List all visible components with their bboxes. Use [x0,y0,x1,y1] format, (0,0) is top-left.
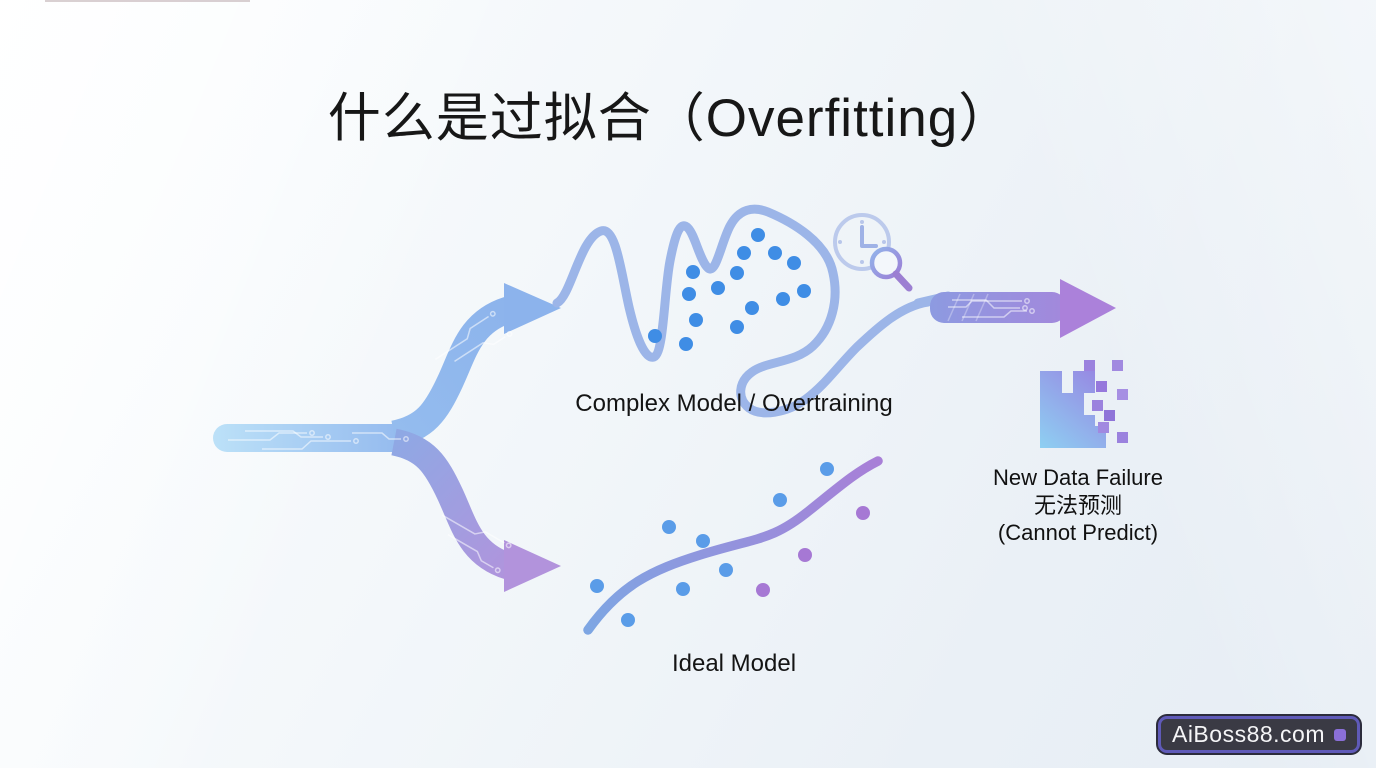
pixel-fragments [1084,360,1128,443]
data-point [776,292,790,306]
circuit-traces-lower [441,514,512,574]
new-data-failure-caption: New Data Failure 无法预测 (Cannot Predict) [993,464,1163,547]
data-point [797,284,811,298]
failure-line-sub: (Cannot Predict) [997,519,1159,545]
pixel-fragment [1092,400,1103,411]
watermark-badge: AiBoss88.com [1157,716,1360,753]
data-point [798,548,812,562]
pixel-fragment [1117,432,1128,443]
circuit-traces-right [947,293,1035,322]
branch-arrowhead-top [504,283,561,334]
data-point [648,329,662,343]
data-point [787,256,801,270]
circuit-traces-upper [434,310,513,362]
data-point [621,613,635,627]
data-point [745,301,759,315]
data-point [856,506,870,520]
data-point [711,281,725,295]
data-point [590,579,604,593]
data-point [682,287,696,301]
data-point [686,265,700,279]
top-edge-artifact [45,0,250,2]
clock-with-magnifier-icon [833,213,913,292]
watermark-square-icon [1334,728,1346,741]
data-point [719,563,733,577]
data-point [737,246,751,260]
overfit-data-points [648,228,811,351]
data-point [756,583,770,597]
pixel-fragment [1104,410,1115,421]
failure-line-en: New Data Failure [993,464,1163,490]
ideal-data-points-blue [590,462,834,627]
pixel-fragment [1117,389,1128,400]
circuit-traces-trunk [228,430,409,450]
data-point [676,582,690,596]
ideal-model-curve [583,456,883,635]
failure-line-zh: 无法预测 [1033,492,1123,518]
data-point [679,337,693,351]
right-arrowhead [1060,279,1116,338]
watermark-text: AiBoss88.com [1171,721,1325,747]
pixel-fragment [1112,360,1123,371]
data-point [696,534,710,548]
data-point [662,520,676,534]
pixel-fragment [1096,381,1107,392]
overfit-squiggle-line [552,204,933,418]
branch-arrowhead-bottom [504,540,561,592]
pixel-dissolve-icon [1040,360,1128,448]
page-title: 什么是过拟合（Overfitting） [327,89,1013,148]
data-point [773,493,787,507]
complex-model-label: Complex Model / Overtraining [575,390,893,417]
circuit-branch-arrow [213,283,561,592]
data-point [768,246,782,260]
data-point [820,462,834,476]
ideal-model-label: Ideal Model [671,650,797,677]
data-point [730,266,744,280]
data-point [751,228,765,242]
data-point [730,320,744,334]
circuit-right-arrow [913,279,1116,338]
data-point [689,313,703,327]
pixel-fragment [1084,360,1095,371]
pixel-fragment [1098,422,1109,433]
ideal-data-points-purple [756,506,870,597]
